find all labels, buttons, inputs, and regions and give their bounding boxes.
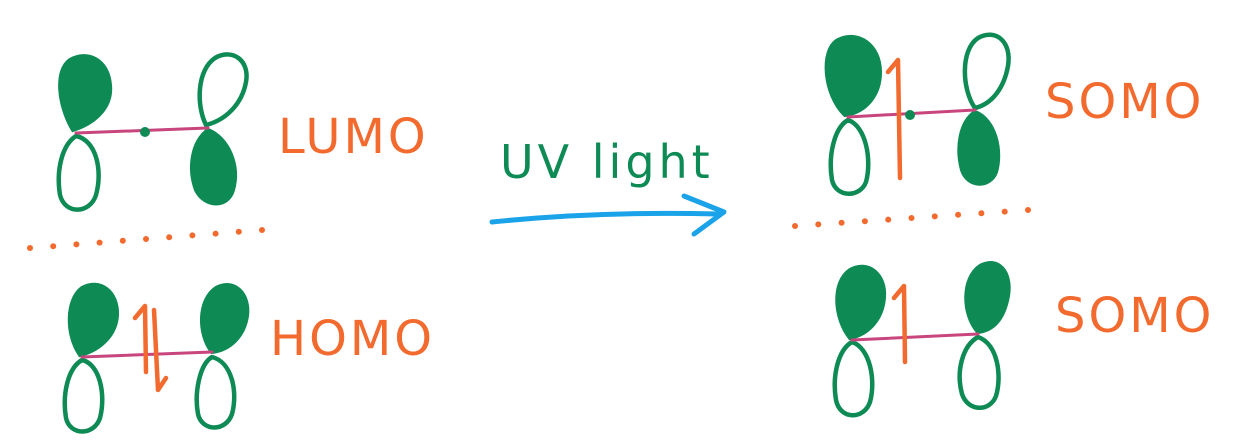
somo-lower-bond: [850, 332, 980, 342]
somo-upper-left-top-lobe: [824, 34, 883, 118]
somo-lower-left-bottom-lobe: [832, 339, 875, 418]
divider-dot: [931, 213, 938, 220]
divider-dot: [235, 228, 242, 235]
homo-left-bottom-lobe: [62, 357, 105, 434]
divider-dot: [1001, 208, 1008, 215]
somo-upper-node-dot: [905, 110, 915, 120]
somo-lower-label: SOMO: [1055, 288, 1214, 344]
divider-dot: [861, 218, 868, 225]
somo-upper-label: SOMO: [1045, 74, 1204, 130]
divider-dot: [119, 237, 126, 244]
arrow-head: [681, 193, 727, 237]
divider-dot: [27, 245, 33, 251]
lumo-node-dot: [140, 127, 150, 137]
uv-light-label: UV light: [500, 135, 714, 189]
somo-lower-electron-up: [891, 283, 908, 365]
lumo-left-top-lobe: [58, 54, 113, 133]
somo-upper-orbital-pair: [824, 32, 1011, 196]
divider-dot: [885, 216, 892, 223]
homo-label: HOMO: [270, 311, 435, 367]
somo-upper-right-top-lobe: [962, 32, 1011, 111]
homo-electron-pair: [132, 303, 169, 393]
homo-right-top-lobe: [199, 282, 250, 355]
lumo-right-top-lobe: [197, 52, 249, 128]
homo-electron-down: [151, 307, 169, 393]
homo-electron-up: [132, 303, 149, 375]
divider-dot: [50, 243, 57, 250]
homo-left-top-lobe: [67, 282, 120, 358]
divider-dot: [815, 221, 822, 228]
lumo-left-bottom-lobe: [56, 133, 101, 212]
somo-lower-right-bottom-lobe: [957, 334, 1001, 410]
divider-dot: [1025, 207, 1031, 213]
reaction-arrow: [489, 193, 727, 237]
somo-upper-left-bottom-lobe: [828, 117, 871, 196]
divider-dot: [73, 241, 80, 248]
arrow-shaft: [489, 210, 721, 225]
divider-dot: [978, 210, 985, 217]
divider-dot: [189, 232, 196, 239]
lumo-orbital-pair: [56, 52, 249, 212]
somo-lower-orbital-pair: [832, 261, 1011, 418]
somo-upper-right-bottom-lobe: [957, 109, 1001, 186]
somo-upper-electron-up: [885, 57, 903, 181]
somo-lower-electron: [891, 283, 908, 365]
divider-dot: [212, 230, 219, 237]
lumo-label: LUMO: [278, 109, 429, 165]
left-divider-dots: [27, 227, 265, 251]
homo-right-bottom-lobe: [194, 354, 237, 430]
somo-lower-left-top-lobe: [835, 264, 887, 341]
lumo-right-bottom-lobe: [190, 127, 237, 206]
somo-lower-right-top-lobe: [964, 261, 1011, 335]
divider-dot: [838, 219, 845, 226]
somo-upper-electron: [885, 57, 903, 181]
divider-dot: [908, 215, 915, 221]
divider-dot: [96, 239, 103, 246]
divider-dot: [792, 223, 798, 229]
divider-dot: [166, 234, 173, 241]
divider-dot: [259, 227, 265, 233]
divider-dot: [955, 211, 962, 218]
right-divider-dots: [792, 207, 1031, 229]
divider-dot: [143, 236, 149, 242]
homo-orbital-pair: [62, 282, 250, 434]
